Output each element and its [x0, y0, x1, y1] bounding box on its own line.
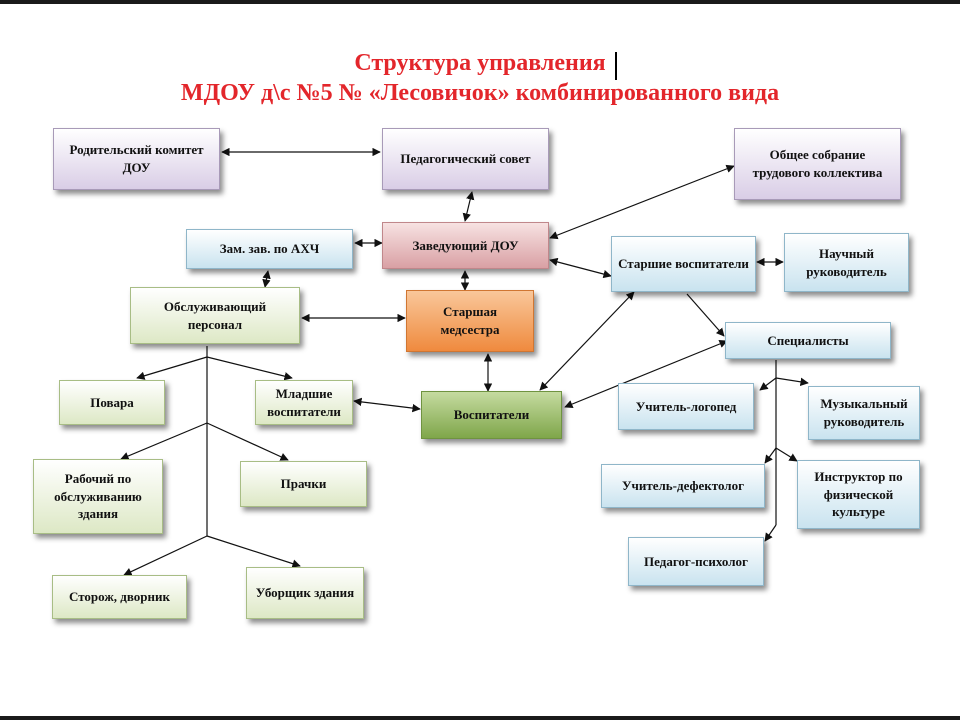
node-general-meeting: Общее собрание трудового коллектива	[734, 128, 901, 200]
tree-to-cooks	[136, 356, 208, 380]
tree-to-guard	[123, 535, 208, 576]
link-pedagogical-head	[462, 191, 475, 222]
node-defectologist: Учитель-дефектолог	[601, 464, 765, 508]
text-cursor	[615, 52, 617, 80]
link-educators-specialists	[564, 339, 728, 409]
node-deputy-ahch: Зам. зав. по АХЧ	[186, 229, 353, 269]
node-pe-instructor: Инструктор по физической культуре	[797, 460, 920, 529]
node-senior-educators: Старшие воспитатели	[611, 236, 756, 292]
node-head: Заведующий ДОУ	[382, 222, 549, 269]
node-psychologist: Педагог-психолог	[628, 537, 764, 586]
tree-to-junior	[206, 356, 293, 381]
node-parent-committee: Родительский комитет ДОУ	[53, 128, 220, 190]
tree-to-maintenance	[120, 422, 208, 460]
bottom-frame-border	[0, 716, 960, 720]
tree-to-laundry	[206, 422, 289, 461]
tree-to-defectologist	[764, 447, 777, 464]
node-speech-therapist: Учитель-логопед	[618, 383, 754, 430]
node-scientific-supervisor: Научный руководитель	[784, 233, 909, 292]
node-specialists: Специалисты	[725, 322, 891, 359]
diagram-title-line1: Структура управления	[354, 50, 606, 76]
tree-to-psychologist	[764, 524, 777, 542]
tree-to-cleaner	[206, 535, 301, 568]
node-senior-nurse: Старшая медсестра	[406, 290, 534, 352]
node-maintenance-worker: Рабочий по обслуживанию здания	[33, 459, 163, 534]
link-senior-specialists	[686, 293, 725, 337]
node-laundry: Прачки	[240, 461, 367, 507]
diagram-title-line2: МДОУ д\с №5 № «Лесовичок» комбинированно…	[180, 80, 780, 106]
node-educators: Воспитатели	[421, 391, 562, 439]
tree-to-pe	[775, 447, 798, 462]
link-educators-senior	[539, 291, 635, 391]
link-head-meeting	[549, 164, 735, 240]
top-frame-border	[0, 0, 960, 4]
link-head-senior-educators	[549, 257, 612, 279]
link-junior-educators	[353, 397, 421, 413]
link-deputy-service	[262, 270, 271, 288]
node-service-staff: Обслуживающий персонал	[130, 287, 300, 344]
node-cooks: Повара	[59, 380, 165, 425]
tree-to-speech	[759, 377, 777, 391]
node-music-director: Музыкальный руководитель	[808, 386, 920, 440]
node-junior-educators: Младшие воспитатели	[255, 380, 353, 425]
node-cleaner: Уборщик здания	[246, 567, 364, 619]
tree-to-music	[775, 377, 809, 386]
node-guard-janitor: Сторож, дворник	[52, 575, 187, 619]
node-pedagogical-council: Педагогический совет	[382, 128, 549, 190]
